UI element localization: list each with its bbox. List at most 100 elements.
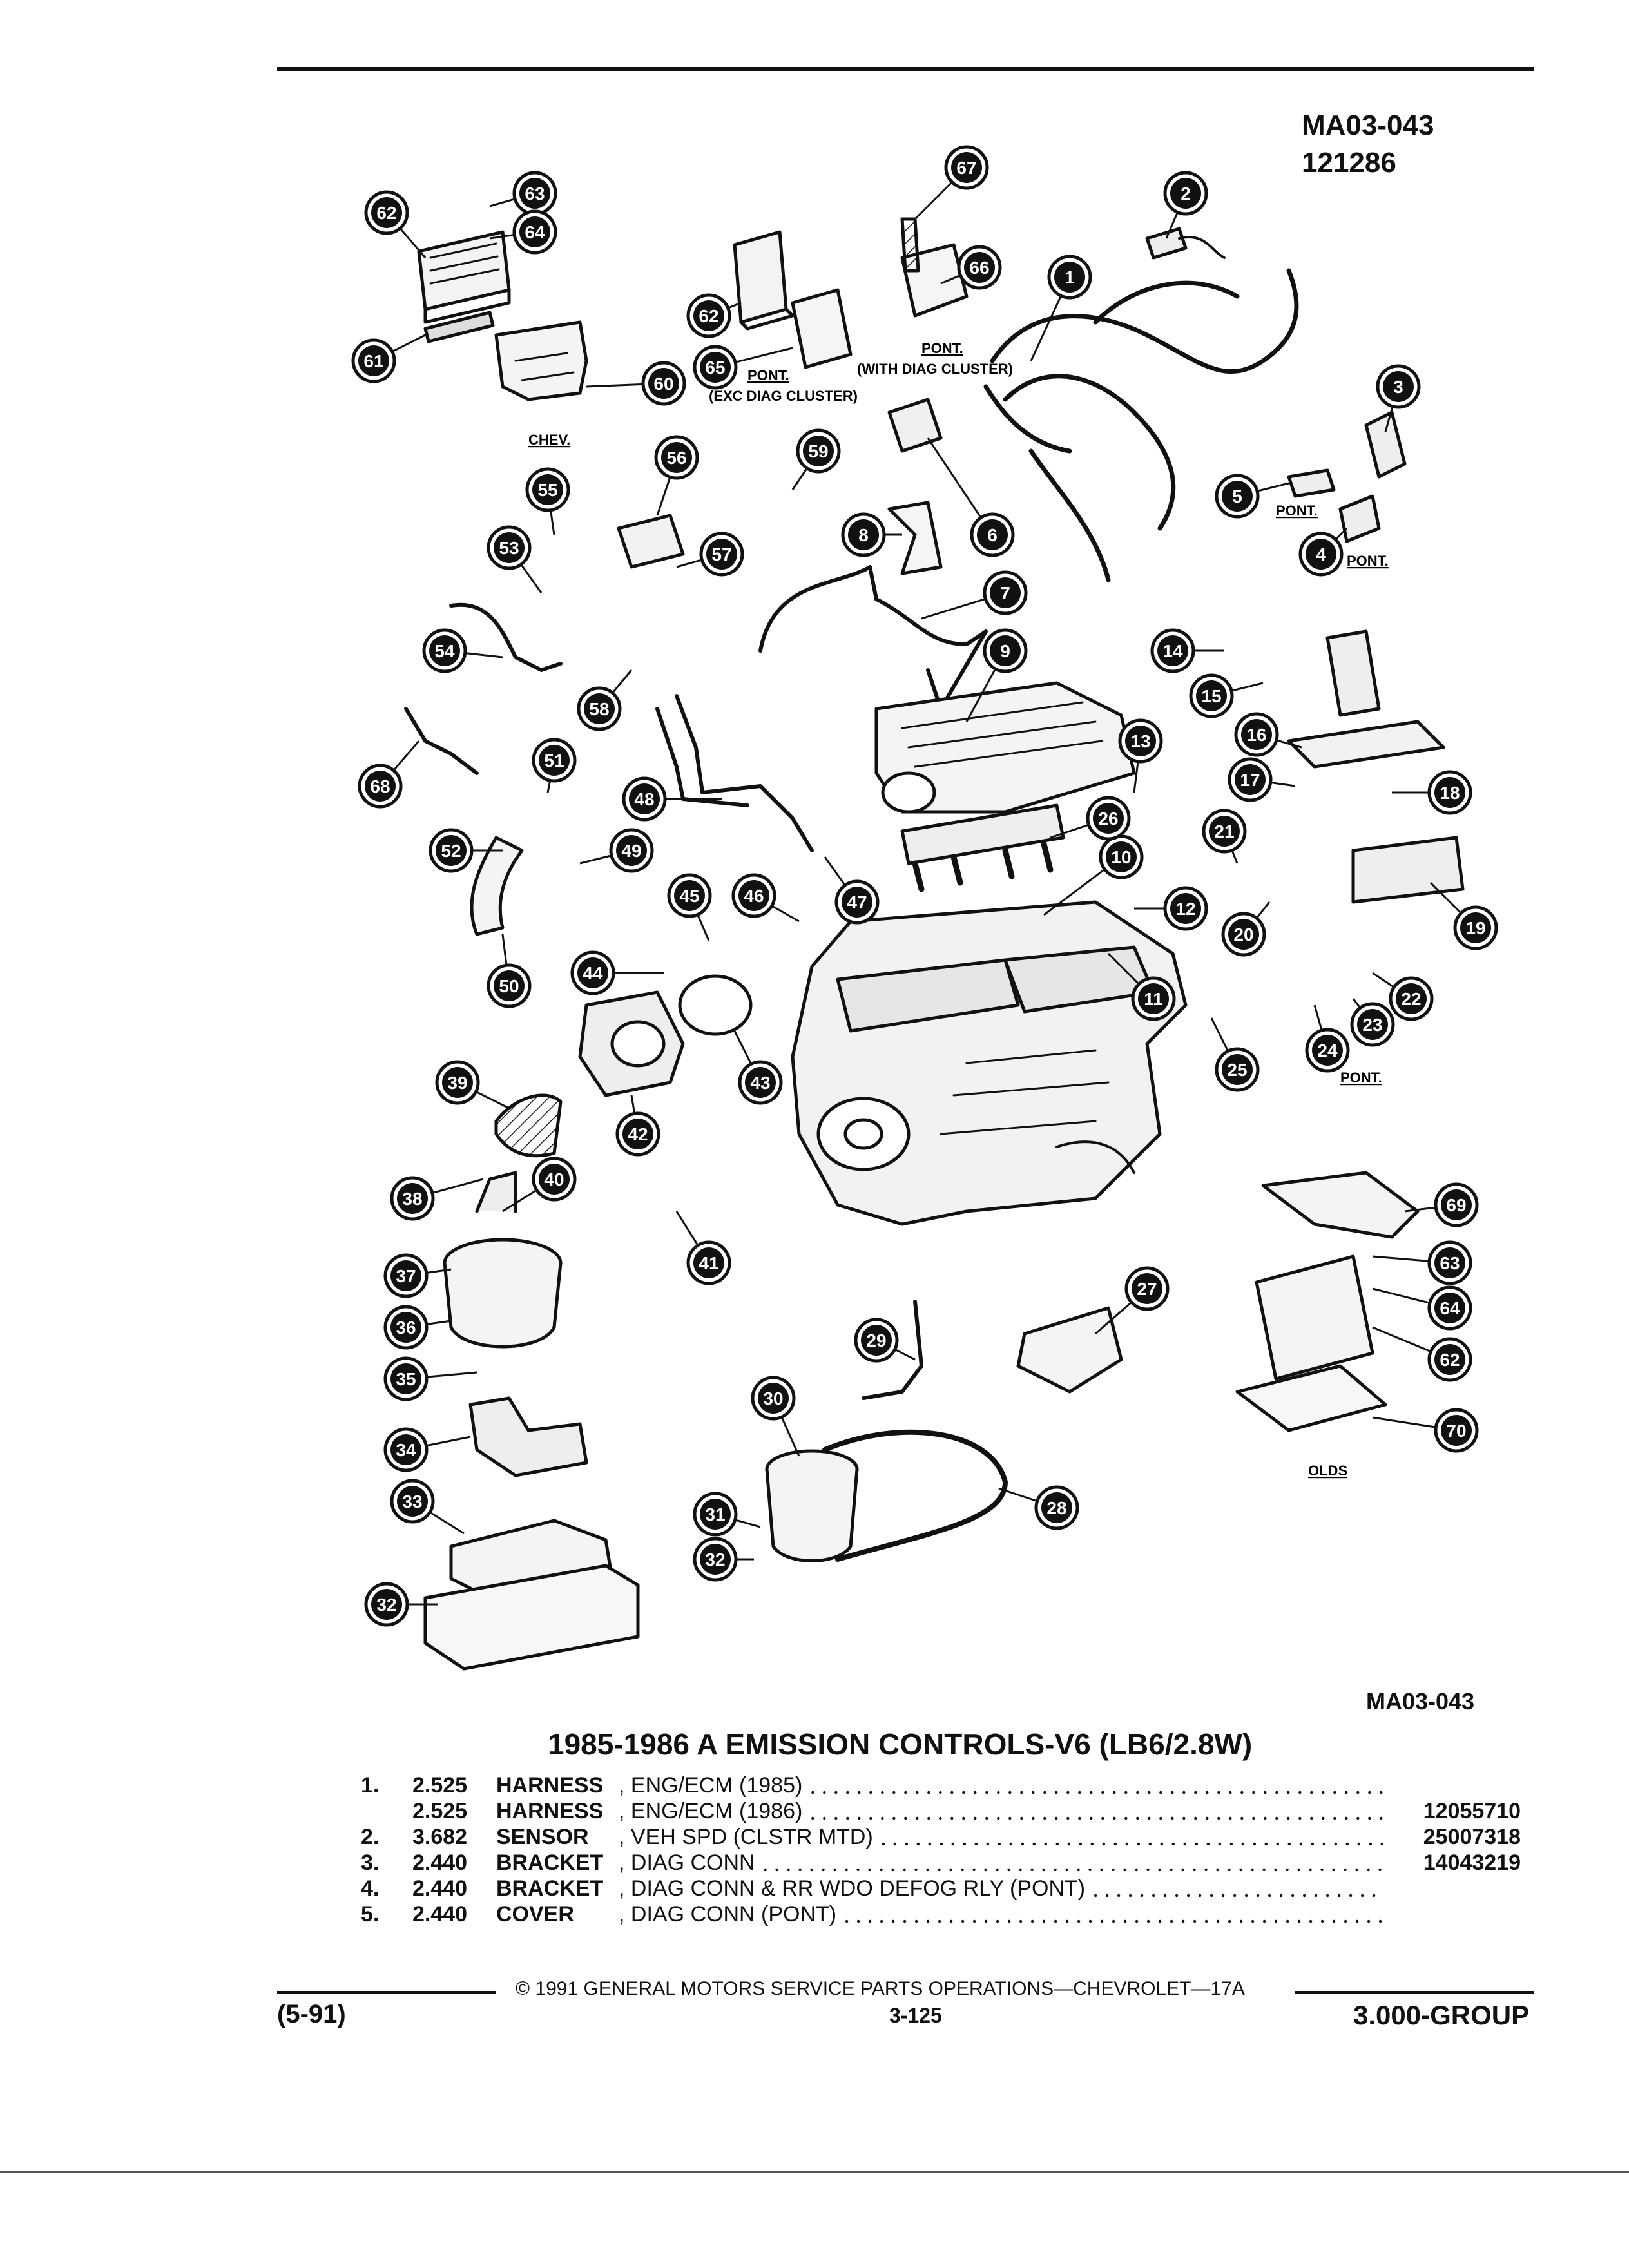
callout-number: 37 bbox=[396, 1266, 416, 1286]
callout-leader-line bbox=[1352, 998, 1362, 1009]
bracket-14 bbox=[1325, 629, 1381, 717]
callout-18: 18 bbox=[1427, 770, 1472, 815]
label-pont-with-1: PONT. bbox=[921, 340, 963, 356]
callout-leader-line bbox=[914, 181, 953, 220]
callout-37: 37 bbox=[383, 1253, 429, 1298]
callout-25: 25 bbox=[1215, 1047, 1260, 1092]
callout-20: 20 bbox=[1221, 912, 1266, 957]
callout-number: 5 bbox=[1232, 486, 1242, 506]
part-number: 25007318 bbox=[1423, 1825, 1521, 1849]
callout-10: 10 bbox=[1099, 834, 1144, 879]
callout-number: 10 bbox=[1111, 847, 1131, 867]
callout-number: 15 bbox=[1201, 686, 1221, 706]
group-label: 3.000-GROUP bbox=[1353, 2000, 1530, 2030]
callout-number: 7 bbox=[1000, 583, 1010, 603]
callout-19: 19 bbox=[1453, 905, 1498, 950]
callout-number: 29 bbox=[866, 1331, 886, 1350]
parts-row: 1. 2.525 HARNESS , ENG/ECM (1985) bbox=[361, 1773, 1521, 1799]
callout-leader-line bbox=[656, 476, 671, 516]
callout-leader-line bbox=[502, 1189, 537, 1213]
figure-code: MA03-043 bbox=[1302, 110, 1434, 141]
part-name: HARNESS bbox=[496, 1799, 604, 1823]
bracket-8 bbox=[887, 501, 943, 575]
callout-24: 24 bbox=[1305, 1028, 1350, 1073]
strap-67 bbox=[900, 217, 920, 273]
part-description: , DIAG CONN bbox=[619, 1850, 755, 1875]
callout-number: 58 bbox=[589, 699, 609, 719]
callout-leader-line bbox=[1384, 406, 1394, 432]
callout-leader-line bbox=[735, 1519, 761, 1528]
callout-26: 26 bbox=[1086, 796, 1131, 841]
callout-number: 34 bbox=[396, 1440, 416, 1460]
callout-31: 31 bbox=[693, 1492, 738, 1537]
group-code: 2.525 bbox=[412, 1799, 468, 1823]
module-19 bbox=[1351, 836, 1465, 904]
callout-number: 64 bbox=[1440, 1298, 1460, 1318]
callout-leader-line bbox=[612, 669, 633, 694]
callout-number: 30 bbox=[763, 1389, 783, 1408]
part-description: , ENG/ECM (1986) bbox=[619, 1799, 803, 1823]
date-code: 121286 bbox=[1302, 147, 1396, 178]
page-edge-line bbox=[0, 2171, 1629, 2173]
callout-number: 16 bbox=[1246, 725, 1266, 745]
callout-57: 57 bbox=[699, 532, 744, 577]
part-description: , DIAG CONN (PONT) bbox=[619, 1902, 837, 1927]
callout-leader-line bbox=[998, 1487, 1038, 1503]
callout-63: 63 bbox=[512, 171, 557, 216]
callout-number: 54 bbox=[434, 641, 455, 661]
callout-number: 38 bbox=[402, 1189, 422, 1209]
label-chev: CHEV. bbox=[528, 432, 570, 448]
callout-number: 9 bbox=[1000, 641, 1010, 661]
callout-leader-line bbox=[1404, 1206, 1436, 1213]
callout-9: 9 bbox=[983, 628, 1028, 673]
group-code: 2.440 bbox=[412, 1902, 468, 1927]
callout-number: 6 bbox=[987, 525, 998, 545]
callout-54: 54 bbox=[422, 628, 467, 673]
callout-number: 43 bbox=[750, 1073, 770, 1093]
callout-number: 17 bbox=[1240, 770, 1260, 790]
callout-leader-line bbox=[1050, 823, 1090, 839]
callout-39: 39 bbox=[435, 1060, 480, 1105]
fuel-rail-injectors bbox=[900, 803, 1065, 892]
ecm-bracket-pont-exc bbox=[791, 288, 853, 369]
callout-leader-line bbox=[921, 597, 986, 620]
callout-number: 33 bbox=[402, 1492, 422, 1512]
callout-leader-line bbox=[1133, 761, 1139, 793]
callout-number: 1 bbox=[1065, 267, 1075, 287]
callout-leader-line bbox=[1231, 850, 1239, 864]
diag-conn-bracket bbox=[1364, 410, 1407, 479]
callout-number: 32 bbox=[376, 1595, 396, 1615]
copyright-line: © 1991 GENERAL MOTORS SERVICE PARTS OPER… bbox=[516, 1978, 1245, 1999]
callout-52: 52 bbox=[429, 828, 474, 873]
callout-leader-line bbox=[771, 905, 800, 923]
callout-number: 25 bbox=[1227, 1060, 1247, 1080]
callout-number: 51 bbox=[544, 751, 564, 771]
callout-leader-line bbox=[1313, 1004, 1323, 1031]
callout-leader-line bbox=[697, 914, 710, 941]
label-pont-exc-2: (EXC DIAG CLUSTER) bbox=[709, 388, 858, 404]
callout-number: 44 bbox=[583, 963, 603, 983]
callout-17: 17 bbox=[1228, 757, 1273, 802]
callout-number: 62 bbox=[1440, 1350, 1460, 1370]
v6-engine-block bbox=[791, 900, 1188, 1226]
callout-number: 41 bbox=[699, 1253, 718, 1273]
diag-conn-relay-bracket bbox=[1338, 494, 1381, 543]
callout-leader-line bbox=[630, 1095, 636, 1114]
callout-3: 3 bbox=[1376, 364, 1421, 409]
callout-64: 64 bbox=[1427, 1285, 1472, 1331]
figure-code-bottom: MA03-043 bbox=[1366, 1688, 1475, 1715]
callout-leader-line bbox=[675, 1211, 699, 1246]
callout-leader-line bbox=[429, 1511, 465, 1535]
callout-23: 23 bbox=[1350, 1002, 1395, 1047]
callout-number: 13 bbox=[1130, 731, 1150, 751]
air-cleaner-assembly bbox=[443, 1171, 563, 1349]
callout-65: 65 bbox=[693, 345, 738, 390]
callout-leader-line bbox=[546, 780, 552, 793]
callout-51: 51 bbox=[532, 738, 577, 783]
callout-34: 34 bbox=[383, 1427, 429, 1472]
bracket-16 bbox=[1287, 720, 1445, 769]
callout-leader-line bbox=[1257, 482, 1289, 492]
callout-43: 43 bbox=[738, 1060, 783, 1105]
callout-33: 33 bbox=[390, 1479, 435, 1524]
